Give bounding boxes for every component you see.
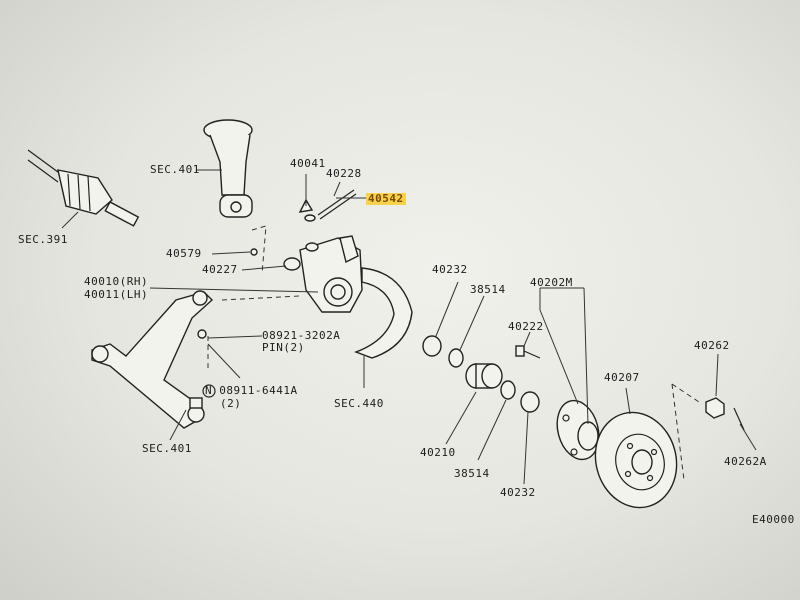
- label-40542[interactable]: 40542: [366, 192, 406, 205]
- strut: [203, 119, 253, 218]
- snap-ring-outer: [448, 348, 464, 368]
- snap-ring-inner: [500, 380, 516, 400]
- label-sec440[interactable]: SEC.440: [334, 397, 384, 410]
- wheel-hub: [556, 399, 600, 461]
- cotter-pin: [733, 407, 745, 431]
- grease-seal-inner: [520, 391, 540, 413]
- lower-arm: [91, 290, 214, 429]
- label-sec391[interactable]: SEC.391: [18, 233, 68, 246]
- label-08921[interactable]: 08921-3202A: [262, 329, 341, 342]
- label-40202m[interactable]: 40202M: [530, 276, 573, 289]
- label-40041[interactable]: 40041: [290, 157, 326, 170]
- label-40010[interactable]: 40010(RH): [84, 275, 149, 288]
- label-08911[interactable]: N 08911-6441A: [205, 384, 298, 397]
- label-40232-top[interactable]: 40232: [432, 263, 468, 276]
- label-pin2: PIN(2): [262, 341, 305, 354]
- label-40262a[interactable]: 40262A: [724, 455, 767, 468]
- drive-shaft: [27, 149, 140, 227]
- label-40207[interactable]: 40207: [604, 371, 640, 384]
- label-38514-bottom[interactable]: 38514: [454, 467, 490, 480]
- label-diagram-ref: E40000: [752, 513, 795, 526]
- label-40227[interactable]: 40227: [202, 263, 238, 276]
- label-40262[interactable]: 40262: [694, 339, 730, 352]
- label-40228[interactable]: 40228: [326, 167, 362, 180]
- label-40579[interactable]: 40579: [166, 247, 202, 260]
- label-40222[interactable]: 40222: [508, 320, 544, 333]
- hub-nut: [705, 397, 725, 419]
- n-marker: [202, 384, 216, 398]
- label-38514-top[interactable]: 38514: [470, 283, 506, 296]
- label-qty2: (2): [220, 397, 242, 410]
- label-sec401-top[interactable]: SEC.401: [150, 163, 200, 176]
- label-40011[interactable]: 40011(LH): [84, 288, 149, 301]
- disc-rotor: [594, 411, 678, 509]
- label-40210[interactable]: 40210: [420, 446, 456, 459]
- label-40232-bottom[interactable]: 40232: [500, 486, 536, 499]
- splash-shield: [354, 267, 413, 359]
- grease-seal-outer: [422, 335, 442, 357]
- knuckle: [250, 189, 363, 313]
- wheel-bearing: [465, 363, 503, 389]
- hub-bolt: [515, 345, 541, 359]
- label-sec401-bottom[interactable]: SEC.401: [142, 442, 192, 455]
- leader-lines: [61, 169, 757, 485]
